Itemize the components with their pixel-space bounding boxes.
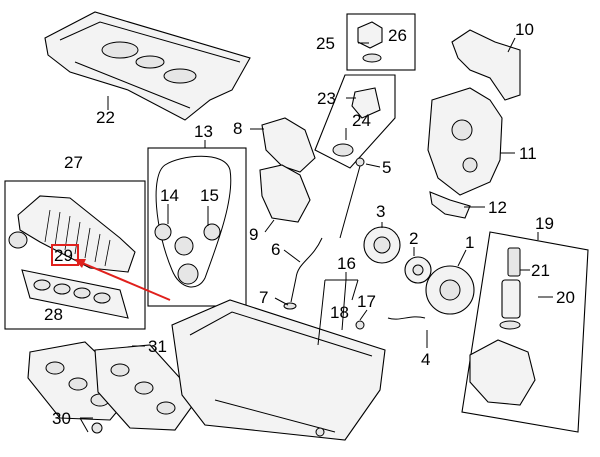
callout-30: 30 <box>52 409 71 428</box>
callout-14: 14 <box>160 186 179 205</box>
crank-pulley-part <box>425 265 475 315</box>
upper-timing-cover-part <box>451 29 521 101</box>
callout-2: 2 <box>409 229 418 248</box>
oil-pump-part <box>363 226 401 264</box>
dipstick-part <box>339 157 365 239</box>
cap-group-box <box>346 13 416 71</box>
callout-12: 12 <box>488 198 507 217</box>
callout-7: 7 <box>259 288 268 307</box>
callout-19: 19 <box>535 214 554 233</box>
callout-28: 28 <box>44 305 63 324</box>
callout-27: 27 <box>64 153 83 172</box>
oil-pan-part <box>171 299 386 441</box>
lower-cover-part <box>429 191 471 219</box>
callout-4: 4 <box>421 350 430 369</box>
timing-belt-box <box>147 147 247 307</box>
callout-9: 9 <box>249 225 258 244</box>
stud-part <box>91 422 103 434</box>
highlight-29 <box>51 244 171 301</box>
callout-labels: 1 2 3 4 5 6 7 8 9 10 11 12 13 14 15 16 1… <box>44 20 575 428</box>
oil-filler-cap-part <box>357 21 383 63</box>
callout-22: 22 <box>96 108 115 127</box>
callout-20: 20 <box>556 288 575 307</box>
callout-11: 11 <box>519 144 537 163</box>
callout-6: 6 <box>271 240 280 259</box>
timing-belt-part <box>154 155 232 288</box>
callout-23: 23 <box>317 89 336 108</box>
rear-timing-cover-part <box>427 87 503 196</box>
intake-gasket-part <box>21 269 129 319</box>
callout-15: 15 <box>200 186 219 205</box>
sensor-part <box>332 87 381 157</box>
callout-8: 8 <box>233 119 242 138</box>
callout-3: 3 <box>376 202 385 221</box>
callout-13: 13 <box>194 122 213 141</box>
callout-18: 18 <box>330 303 349 322</box>
callout-1: 1 <box>465 233 474 252</box>
callout-26: 26 <box>388 26 407 45</box>
callout-25: 25 <box>316 34 335 53</box>
callout-31: 31 <box>148 337 167 356</box>
leader-lines <box>79 37 553 433</box>
callout-24: 24 <box>352 111 371 130</box>
callout-21: 21 <box>531 261 550 280</box>
sprocket-part <box>404 256 432 284</box>
oil-filter-box <box>461 231 589 433</box>
oil-filter-part <box>469 247 536 406</box>
front-cover-part <box>259 117 316 223</box>
intake-manifold-box <box>4 180 146 330</box>
intake-manifold-part <box>8 195 136 273</box>
callout-10: 10 <box>515 20 534 39</box>
dipstick-tube-part <box>283 237 323 310</box>
valve-cover-part <box>44 11 251 121</box>
sensor-group-box <box>314 74 396 169</box>
callout-16: 16 <box>337 254 356 273</box>
callout-17: 17 <box>357 292 376 311</box>
exhaust-manifold-part <box>94 344 199 431</box>
callout-5: 5 <box>382 158 391 177</box>
callout-29: 29 <box>54 246 73 265</box>
